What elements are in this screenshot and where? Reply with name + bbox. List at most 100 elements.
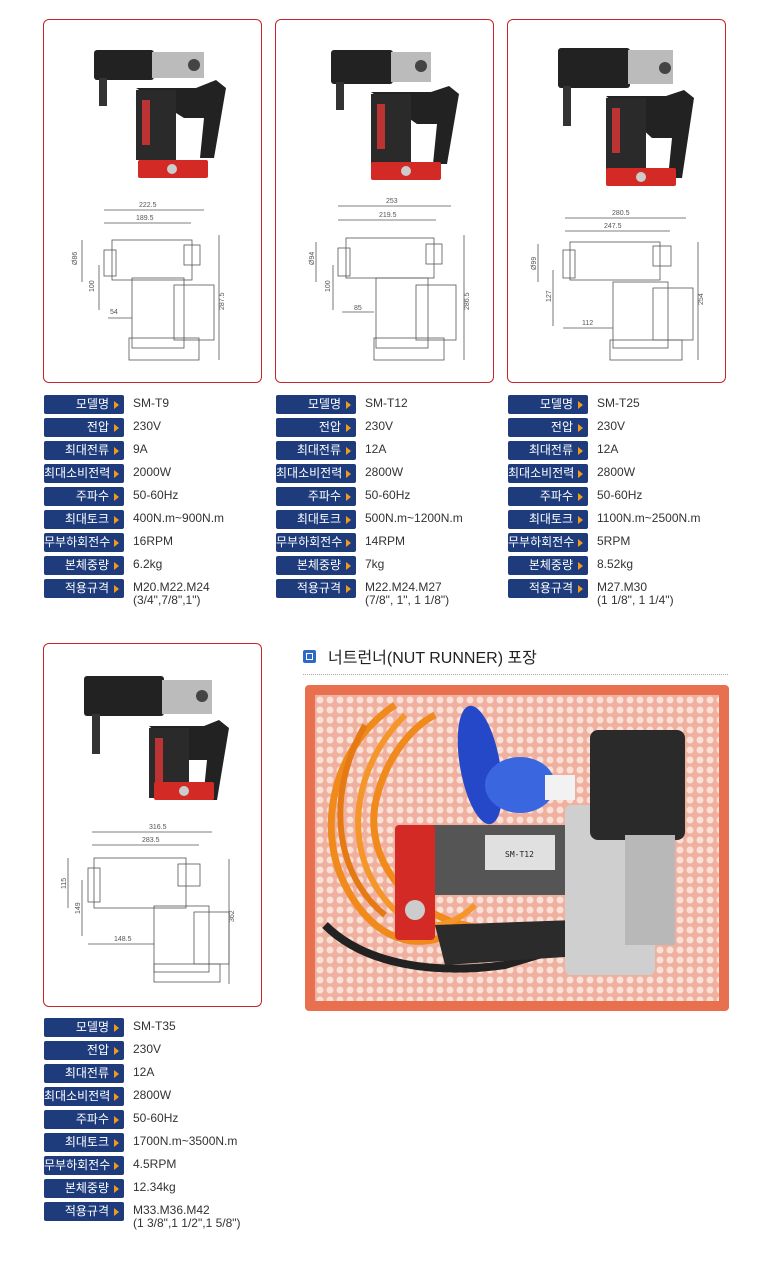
dim-width-inner: 247.5 <box>604 223 622 230</box>
dim-width-total: 280.5 <box>612 210 630 217</box>
spec-value: 50-60Hz <box>365 488 411 502</box>
spec-value: M20.M22.M24 <box>133 580 210 594</box>
spec-value: M33.M36.M42 <box>133 1203 210 1217</box>
spec-label: 본체중량 <box>276 556 356 575</box>
spec-value: 4.5RPM <box>133 1157 177 1171</box>
spec-label: 무부하회전수 <box>44 1156 124 1175</box>
spec-row-frequency: 주파수 50-60Hz <box>44 1108 269 1131</box>
spec-row-model: 모델명 SM-T9 <box>44 393 269 416</box>
dim-diameter: Ø99 <box>531 257 538 270</box>
dim-base: 85 <box>354 305 362 312</box>
spec-row-voltage: 전압 230V <box>508 416 733 439</box>
packaging-title: 너트런너(NUT RUNNER) 포장 <box>328 650 537 667</box>
product-image-card-sm-t12: 253 219.5 Ø94 100 85 286.5 <box>275 19 494 383</box>
spec-row-spec: 적용규격 M20.M22.M24(3/4",7/8",1") <box>44 577 269 607</box>
spec-value: M27.M30 <box>597 580 648 594</box>
spec-label: 본체중량 <box>44 1179 124 1198</box>
spec-value: SM-T9 <box>133 396 169 410</box>
spec-value: 12A <box>365 442 387 456</box>
dim-offset: 149 <box>75 902 82 914</box>
dim-diameter: Ø94 <box>309 252 316 265</box>
nut-runner-illustration: 222.5 189.5 Ø86 100 54 287.5 <box>72 50 226 361</box>
spec-value: 14RPM <box>365 534 406 548</box>
dim-offset: 100 <box>89 280 96 292</box>
spec-label: 적용규격 <box>44 579 124 598</box>
spec-value: 230V <box>597 419 626 433</box>
spec-label: 주파수 <box>44 1110 124 1129</box>
dim-diameter: Ø86 <box>72 252 79 265</box>
product-image-card-sm-t25: 280.5 247.5 Ø99 127 112 254 <box>507 19 726 383</box>
spec-row-no-load-rpm: 무부하회전수 14RPM <box>276 531 501 554</box>
nut-runner-illustration: 253 219.5 Ø94 100 85 286.5 <box>309 50 471 361</box>
spec-value-sub: (7/8", 1", 1 1/8") <box>365 593 450 607</box>
spec-value: 230V <box>133 419 162 433</box>
spec-label: 무부하회전수 <box>508 533 588 552</box>
spec-value: 5RPM <box>597 534 631 548</box>
dim-width-total: 253 <box>386 198 398 205</box>
spec-row-no-load-rpm: 무부하회전수 4.5RPM <box>44 1154 269 1177</box>
spec-value-sub: (1 1/8", 1 1/4") <box>597 593 674 607</box>
divider <box>303 674 728 675</box>
spec-value-sub: (3/4",7/8",1") <box>133 593 201 607</box>
spec-row-weight: 본체중량 8.52kg <box>508 554 733 577</box>
dim-width-total: 316.5 <box>149 824 167 831</box>
spec-value: 2800W <box>365 465 404 479</box>
dim-base: 148.5 <box>114 936 132 943</box>
dim-height: 286.5 <box>464 292 471 310</box>
spec-label: 최대전류 <box>276 441 356 460</box>
spec-label: 적용규격 <box>44 1202 124 1221</box>
dim-base: 112 <box>582 320 593 327</box>
spec-label: 본체중량 <box>508 556 588 575</box>
spec-value: 400N.m~900N.m <box>133 511 225 525</box>
dim-height: 287.5 <box>219 292 226 310</box>
spec-value: 500N.m~1200N.m <box>365 511 463 525</box>
tool-model-label: SM-T12 <box>505 850 534 859</box>
spec-value: 12A <box>133 1065 155 1079</box>
spec-value: 2800W <box>597 465 636 479</box>
dim-offset: 127 <box>546 290 553 302</box>
dim-offset: 100 <box>325 280 332 292</box>
spec-label: 적용규격 <box>276 579 356 598</box>
spec-row-no-load-rpm: 무부하회전수 5RPM <box>508 531 733 554</box>
packaging-heading: 너트런너(NUT RUNNER) 포장 <box>303 644 537 668</box>
spec-row-max-torque: 최대토크 500N.m~1200N.m <box>276 508 501 531</box>
spec-row-max-current: 최대전류 12A <box>508 439 733 462</box>
spec-label: 최대소비전력 <box>44 464 124 483</box>
spec-row-max-current: 최대전류 12A <box>276 439 501 462</box>
product-image-card-sm-t35: 316.5 283.5 115 149 148.5 362 <box>43 643 262 1007</box>
spec-label: 전압 <box>508 418 588 437</box>
spec-value: 50-60Hz <box>133 1111 179 1125</box>
dim-diameter: 115 <box>61 878 68 889</box>
spec-label: 최대토크 <box>276 510 356 529</box>
spec-label: 최대전류 <box>508 441 588 460</box>
spec-label: 주파수 <box>508 487 588 506</box>
spec-value: 12A <box>597 442 619 456</box>
spec-value: 1100N.m~2500N.m <box>597 511 701 525</box>
nut-runner-illustration: 316.5 283.5 115 149 148.5 362 <box>61 676 236 984</box>
spec-label: 모델명 <box>44 395 124 414</box>
spec-value: 9A <box>133 442 148 456</box>
spec-label: 최대전류 <box>44 441 124 460</box>
spec-label: 최대토크 <box>44 1133 124 1152</box>
dim-width-inner: 189.5 <box>136 215 154 222</box>
spec-value: 8.52kg <box>597 557 634 571</box>
spec-label: 무부하회전수 <box>276 533 356 552</box>
spec-label: 무부하회전수 <box>44 533 124 552</box>
dim-width-inner: 219.5 <box>379 212 397 219</box>
